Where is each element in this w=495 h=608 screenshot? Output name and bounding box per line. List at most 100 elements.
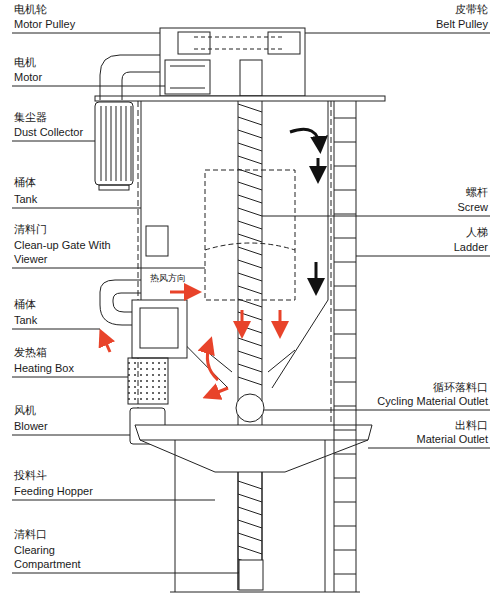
dust-collector-cap bbox=[99, 185, 129, 190]
flight bbox=[238, 494, 262, 502]
base bbox=[170, 592, 360, 593]
ladder-rail bbox=[356, 101, 357, 592]
rung bbox=[334, 574, 356, 575]
part-name-zh: 出料口 bbox=[455, 418, 488, 432]
black-arrow bbox=[290, 129, 320, 148]
part-name-en: Tank bbox=[14, 192, 37, 206]
rung bbox=[334, 382, 356, 383]
part-name-en: Blower bbox=[14, 419, 48, 433]
material-arrows bbox=[290, 129, 320, 290]
rung bbox=[334, 478, 356, 479]
flight bbox=[238, 234, 262, 242]
leader-line bbox=[262, 216, 490, 217]
tank-wall bbox=[272, 101, 328, 388]
rung bbox=[334, 238, 356, 239]
inner-tube bbox=[205, 170, 295, 300]
rib bbox=[116, 106, 117, 181]
heating-element bbox=[128, 358, 168, 404]
dust-pipe bbox=[100, 55, 160, 100]
rung bbox=[334, 550, 356, 551]
red-arrow bbox=[207, 342, 218, 380]
gearbox bbox=[240, 60, 262, 96]
machine-body bbox=[95, 28, 385, 592]
deflector bbox=[268, 350, 295, 372]
flight bbox=[238, 507, 262, 515]
motor-pulley bbox=[178, 32, 210, 54]
belt-pulley bbox=[268, 32, 300, 54]
leader-line bbox=[264, 410, 490, 411]
flight bbox=[238, 338, 262, 346]
dust-collector-ribs bbox=[101, 106, 131, 181]
part-name-zh: 风机 bbox=[14, 403, 36, 417]
part-name-zh: 发热箱 bbox=[14, 345, 47, 359]
rung bbox=[334, 526, 356, 527]
red-arrow bbox=[170, 291, 196, 294]
part-name-zh: 集尘器 bbox=[14, 110, 47, 124]
part-name-en: Tank bbox=[14, 313, 37, 327]
flight bbox=[238, 481, 262, 489]
rung bbox=[334, 454, 356, 455]
part-name-en: Material Outlet bbox=[416, 432, 488, 446]
leader-line bbox=[12, 208, 141, 209]
motor-detail bbox=[170, 88, 205, 89]
flight bbox=[238, 299, 262, 307]
part-name-zh: 清料口 bbox=[14, 527, 47, 541]
flow-note: 热风方向 bbox=[150, 272, 186, 284]
drive-housing bbox=[160, 28, 305, 96]
flight bbox=[238, 221, 262, 229]
clean-up-gate bbox=[146, 226, 168, 256]
part-name-en: Belt Pulley bbox=[436, 17, 488, 31]
leg bbox=[325, 440, 326, 592]
part-name-en: Dust Collector bbox=[14, 125, 83, 139]
belt bbox=[194, 37, 284, 38]
flight bbox=[238, 143, 262, 151]
part-name-en: Screw bbox=[457, 200, 488, 214]
leader-line bbox=[12, 141, 95, 142]
motor bbox=[165, 60, 210, 94]
part-name-zh: 皮带轮 bbox=[455, 2, 488, 16]
leader-line bbox=[12, 329, 100, 330]
flight bbox=[238, 351, 262, 359]
rung bbox=[334, 190, 356, 191]
inner-tube-edge bbox=[205, 243, 295, 250]
flight bbox=[238, 182, 262, 190]
leader-line bbox=[12, 268, 205, 269]
leader-line bbox=[12, 435, 130, 436]
dust-collector bbox=[95, 102, 133, 185]
part-name-zh: 桶体 bbox=[14, 297, 36, 311]
flight bbox=[238, 117, 262, 125]
flight bbox=[238, 104, 262, 112]
part-name-en: Motor bbox=[14, 70, 42, 84]
rung bbox=[334, 406, 356, 407]
flight bbox=[238, 520, 262, 528]
leader-line bbox=[12, 33, 160, 34]
part-name-en: Motor Pulley bbox=[14, 17, 75, 31]
screw-tube bbox=[238, 472, 239, 590]
red-arrow bbox=[208, 388, 228, 396]
rung bbox=[334, 142, 356, 143]
rib bbox=[101, 106, 102, 181]
part-name-en: Clearing Compartment bbox=[14, 543, 104, 571]
tank-frame bbox=[331, 101, 332, 425]
rib bbox=[126, 106, 127, 181]
rung bbox=[334, 334, 356, 335]
leg bbox=[175, 440, 176, 592]
part-name-zh: 循环落料口 bbox=[433, 380, 488, 394]
rib bbox=[106, 106, 107, 181]
red-arrow bbox=[102, 334, 110, 352]
leader-line bbox=[12, 500, 215, 501]
leader-line bbox=[305, 33, 490, 34]
belt bbox=[194, 49, 284, 50]
leader-line bbox=[368, 448, 490, 449]
part-name-en: Heating Box bbox=[14, 361, 74, 375]
cycling-outlet bbox=[236, 394, 264, 422]
part-name-zh: 人梯 bbox=[466, 225, 488, 239]
top-plate bbox=[95, 96, 385, 101]
black-arrow bbox=[315, 262, 318, 290]
heating-box bbox=[132, 300, 187, 358]
flight bbox=[238, 546, 262, 554]
part-name-zh: 电机轮 bbox=[14, 2, 47, 16]
flight bbox=[238, 377, 262, 385]
flight bbox=[238, 156, 262, 164]
flight bbox=[238, 130, 262, 138]
